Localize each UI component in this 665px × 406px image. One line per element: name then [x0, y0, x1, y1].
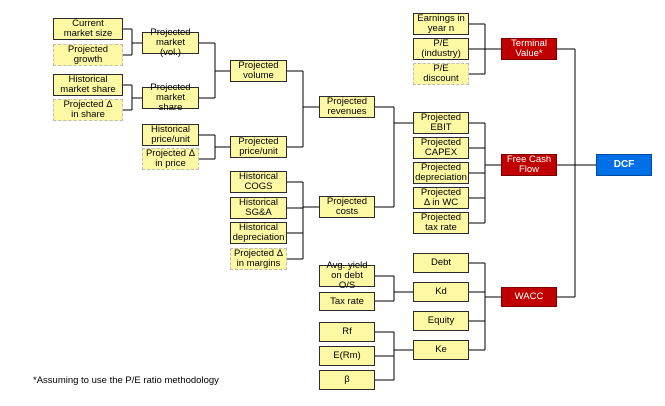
node-projected-delta-margins: Projected Δ in margins: [230, 248, 287, 270]
node-tax-rate: Tax rate: [319, 292, 375, 311]
node-projected-tax-rate: Projected tax rate: [413, 212, 469, 234]
node-projected-depreciation: Projected depreciation: [413, 162, 469, 184]
node-earnings-year-n: Earnings in year n: [413, 13, 469, 35]
node-equity: Equity: [413, 311, 469, 331]
node-ke: Ke: [413, 340, 469, 360]
node-projected-market-share: Projected market share: [142, 83, 199, 113]
node-erm: E(Rm): [319, 346, 375, 366]
node-pe-discount: P/E discount: [413, 63, 469, 85]
node-projected-delta-price: Projected Δ in price: [142, 148, 199, 170]
node-projected-revenues: Projected revenues: [319, 96, 375, 118]
node-projected-delta-share: Projected Δ in share: [53, 99, 123, 121]
node-dcf: DCF: [596, 154, 652, 176]
node-free-cash-flow: Free Cash Flow: [501, 154, 557, 176]
node-debt: Debt: [413, 253, 469, 273]
footnote: *Assuming to use the P/E ratio methodolo…: [33, 375, 219, 386]
node-projected-delta-wc: Projected Δ in WC: [413, 187, 469, 209]
node-terminal-value: Terminal Value*: [501, 38, 557, 60]
node-current-market-size: Current market size: [53, 18, 123, 40]
node-projected-costs: Projected costs: [319, 196, 375, 218]
node-kd: Kd: [413, 282, 469, 302]
node-projected-price-unit: Projected price/unit: [230, 136, 287, 158]
node-projected-volume: Projected volume: [230, 60, 287, 82]
node-projected-capex: Projected CAPEX: [413, 137, 469, 159]
node-projected-market-vol: Projected market (vol.): [142, 28, 199, 58]
node-pe-industry: P/E (industry): [413, 38, 469, 60]
node-beta: β: [319, 370, 375, 390]
node-avg-yield: Avg. yield on debt O/S: [319, 261, 375, 291]
node-historical-depreciation: Historical depreciation: [230, 222, 287, 244]
node-historical-cogs: Historical COGS: [230, 171, 287, 193]
node-projected-ebit: Projected EBIT: [413, 112, 469, 134]
node-historical-market-share: Historical market share: [53, 74, 123, 96]
node-rf: Rf: [319, 322, 375, 342]
node-projected-growth: Projected growth: [53, 44, 123, 66]
node-historical-price-unit: Historical price/unit: [142, 124, 199, 146]
node-wacc: WACC: [501, 287, 557, 307]
node-historical-sga: Historical SG&A: [230, 197, 287, 219]
